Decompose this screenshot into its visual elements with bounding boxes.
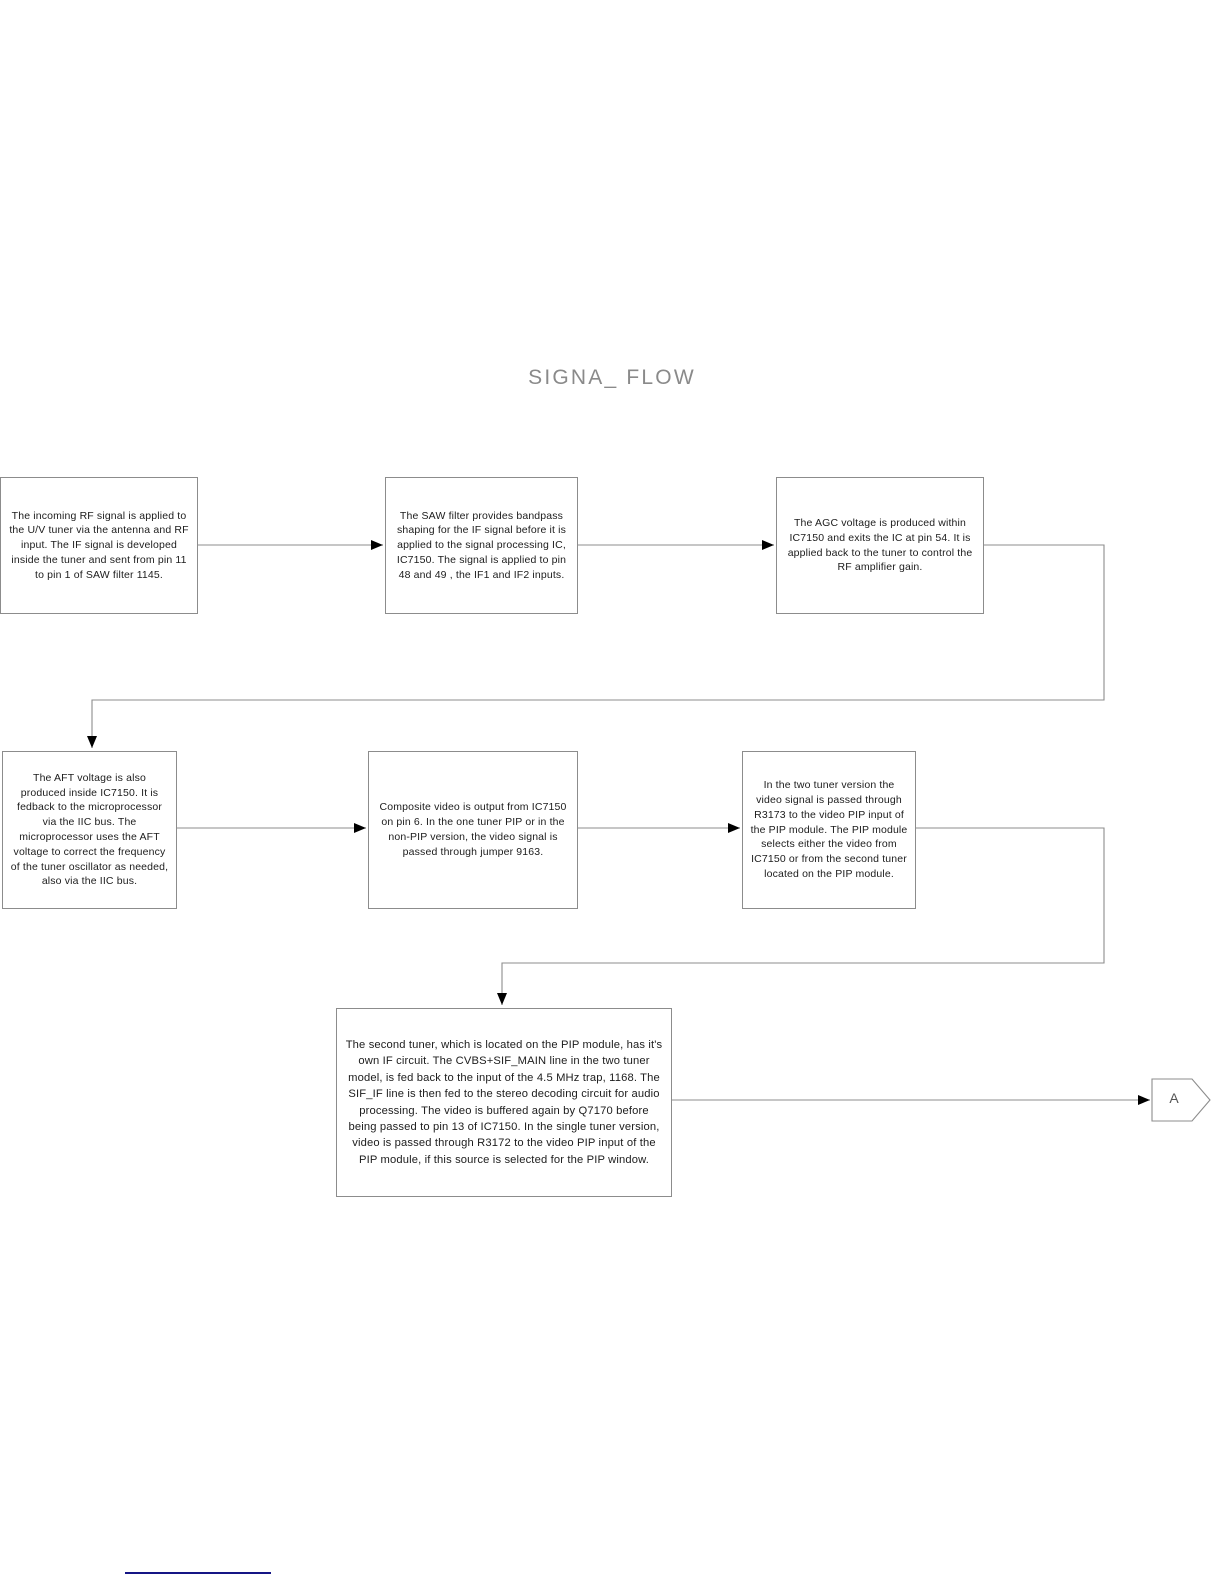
rf-signal-box: The incoming RF signal is applied to the… xyxy=(0,477,198,614)
aft-voltage-box: The AFT voltage is also produced inside … xyxy=(2,751,177,909)
aft-voltage-box-text: The AFT voltage is also produced inside … xyxy=(10,771,169,888)
composite-video-box-text: Composite video is output from IC7150 on… xyxy=(379,801,567,858)
bottom-rule xyxy=(125,1572,271,1574)
pip-module-box: In the two tuner version the video signa… xyxy=(742,751,916,909)
agc-voltage-box-text: The AGC voltage is produced within IC715… xyxy=(787,516,973,574)
rf-signal-box-text: The incoming RF signal is applied to the… xyxy=(9,509,189,581)
page-title: SIGNA_ FLOW xyxy=(528,366,696,389)
connector-pip-to-second-tuner xyxy=(497,827,1105,1005)
agc-voltage-box: The AGC voltage is produced within IC715… xyxy=(776,477,984,614)
pip-module-box-text: In the two tuner version the video signa… xyxy=(750,779,908,880)
saw-filter-box-text: The SAW filter provides bandpass shaping… xyxy=(396,509,567,581)
composite-video-box: Composite video is output from IC7150 on… xyxy=(368,751,578,909)
second-tuner-box-text: The second tuner, which is located on th… xyxy=(345,1038,663,1166)
offpage-connector-label: A xyxy=(1169,1090,1179,1106)
connector-agc-to-aft xyxy=(87,544,1105,748)
offpage-connector-a: A xyxy=(1152,1079,1210,1121)
saw-filter-box: The SAW filter provides bandpass shaping… xyxy=(385,477,578,614)
offpage-connector-shape xyxy=(1151,1078,1211,1122)
second-tuner-box: The second tuner, which is located on th… xyxy=(336,1008,672,1197)
